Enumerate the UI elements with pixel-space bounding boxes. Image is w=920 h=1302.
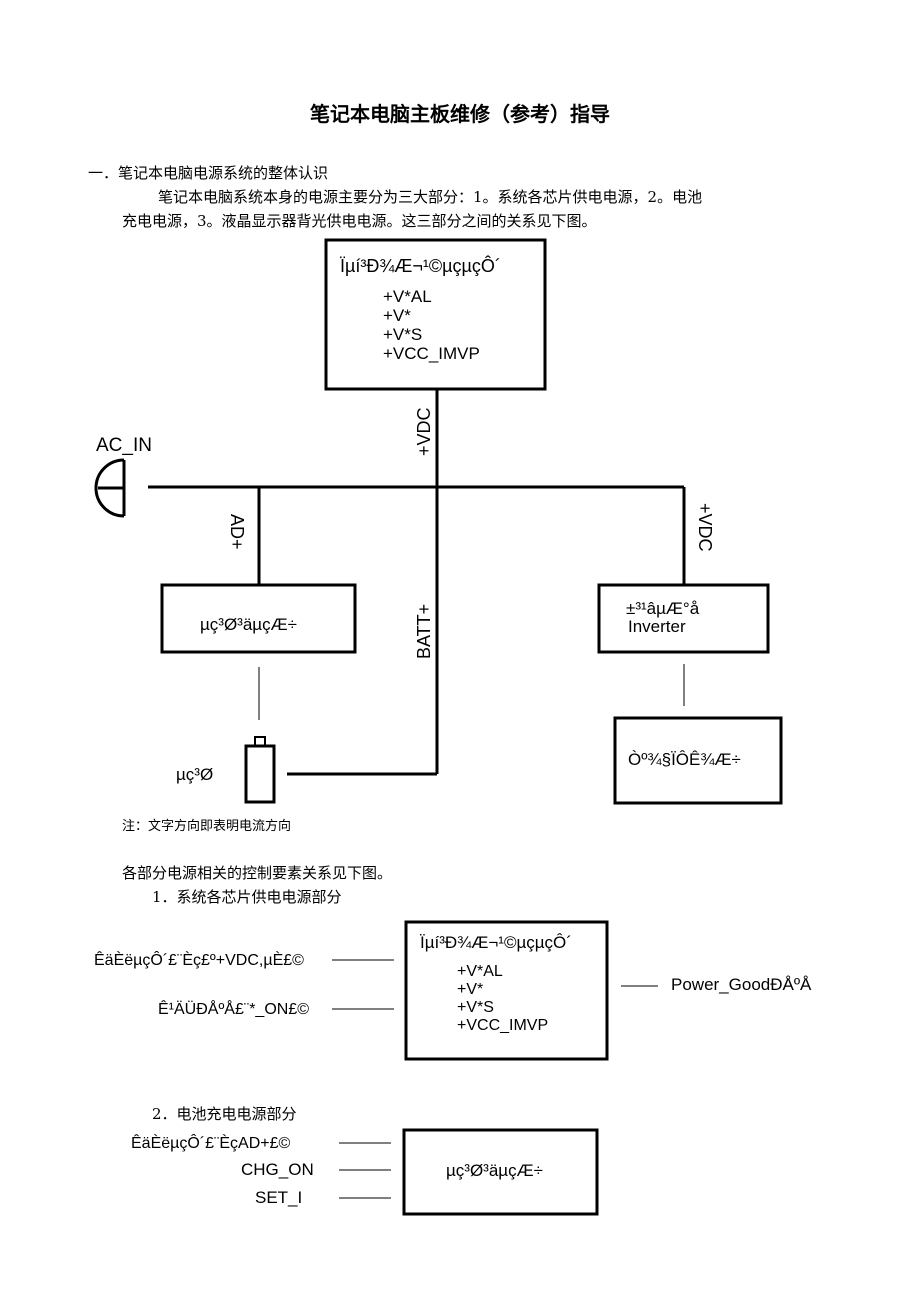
charge-input2-label: CHG_ON [241, 1160, 314, 1179]
charge-input3-label: SET_I [255, 1188, 302, 1207]
vdc-label-top: +VDC [414, 407, 434, 456]
vdc-label-right: +VDC [695, 503, 715, 552]
inverter-box-label-2: Inverter [628, 617, 686, 636]
sub2-heading: 2．电池充电电源部分 [152, 1105, 297, 1123]
chip-rail-2: +V* [457, 981, 483, 998]
chip-power-box [404, 920, 609, 1061]
system-rail-1: +V*AL [383, 287, 432, 306]
lcd-box-label: Òº¾§ÏÔÊ¾Æ÷ [628, 750, 741, 769]
batt-label: BATT+ [414, 604, 434, 659]
inverter-box [597, 583, 770, 654]
chip-rail-1: +V*AL [457, 963, 503, 980]
document-title: 笔记本电脑主板维修（参考）指导 [310, 102, 610, 126]
battery-charging-diagram: ÊäÈëµçÔ´£¨ÈçAD+£© CHG_ON SET_I µç³Ø³äµçÆ… [131, 1128, 599, 1216]
charging-box [402, 1128, 599, 1216]
chip-input1-label: ÊäÈëµçÔ´£¨Èç£º+VDC,µÈ£© [94, 950, 304, 969]
charger-box [160, 583, 357, 654]
charging-box-label: µç³Ø³äµçÆ÷ [446, 1161, 543, 1180]
system-box-title: Ïµí³Ð¾Æ¬¹©µçµçÔ´ [340, 255, 501, 276]
system-rail-4: +VCC_IMVP [383, 344, 480, 363]
power-good-label: Power_GoodÐÅºÅ [671, 975, 812, 994]
battery-body [244, 744, 276, 804]
inverter-box-label-1: ±³¹âµÆ°å [626, 599, 700, 618]
ac-in-label: AC_IN [96, 435, 152, 456]
system-rail-3: +V*S [383, 325, 422, 344]
ac-in-connector-icon [94, 458, 126, 518]
section2-intro: 各部分电源相关的控制要素关系见下图。 [122, 864, 393, 882]
system-rail-2: +V* [383, 306, 411, 325]
direction-note: 注：文字方向即表明电流方向 [122, 819, 292, 834]
chip-input2-label: Ê¹ÄÜÐÅºÅ£¨*_ON£© [158, 999, 309, 1018]
chip-rail-4: +VCC_IMVP [457, 1017, 548, 1034]
battery-label: µç³Ø [176, 765, 213, 784]
charge-input1-label: ÊäÈëµçÔ´£¨ÈçAD+£© [131, 1133, 291, 1152]
ad-label: AD+ [227, 514, 247, 550]
section1-para-line2: 充电电源，3。液晶显示器背光供电电源。这三部分之间的关系见下图。 [122, 212, 597, 230]
section1-para-line1: 笔记本电脑系统本身的电源主要分为三大部分：1。系统各芯片供电电源，2。电池 [158, 188, 703, 206]
section1-heading: 一．笔记本电脑电源系统的整体认识 [88, 164, 329, 182]
lcd-box [613, 716, 783, 805]
chip-box-title: Ïµí³Ð¾Æ¬¹©µçµçÔ´ [420, 933, 572, 952]
power-system-diagram: Ïµí³Ð¾Æ¬¹©µçµçÔ´ +V*AL +V* +V*S +VCC_IMV… [94, 238, 783, 805]
chip-power-diagram: ÊäÈëµçÔ´£¨Èç£º+VDC,µÈ£© Ê¹ÄÜÐÅºÅ£¨*_ON£©… [94, 920, 812, 1061]
sub1-heading: 1．系统各芯片供电电源部分 [152, 888, 342, 906]
charger-box-label: µç³Ø³äµçÆ÷ [200, 615, 297, 634]
battery-terminal [254, 736, 266, 747]
chip-rail-3: +V*S [457, 999, 494, 1016]
